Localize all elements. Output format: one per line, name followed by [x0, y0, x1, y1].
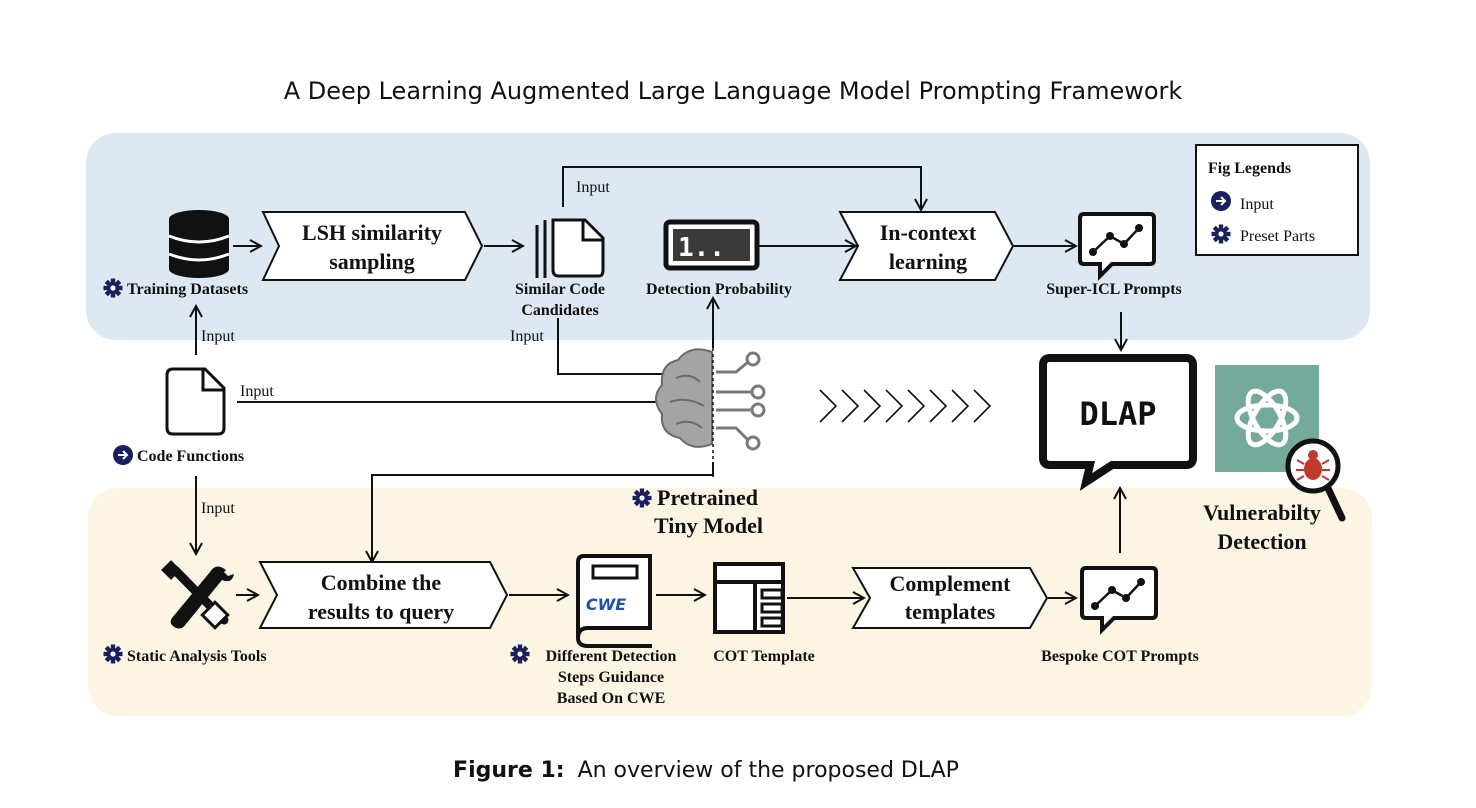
dlap-label: DLAP	[1079, 395, 1156, 433]
code-functions-label: Code Functions	[137, 448, 244, 465]
lsh-label-line2: sampling	[329, 249, 415, 274]
cwe-guidance-line2: Steps Guidance	[558, 669, 664, 686]
figure-caption: Figure 1: An overview of the proposed DL…	[453, 758, 959, 783]
in-context-box	[838, 211, 1015, 281]
vulnerability-label-1: Vulnerabilty	[1203, 500, 1321, 525]
super-icl-label: Super-ICL Prompts	[1046, 281, 1182, 298]
static-analysis-label: Static Analysis Tools	[127, 648, 267, 665]
cwe-guidance-line3: Based On CWE	[557, 690, 665, 707]
bespoke-label: Bespoke COT Prompts	[1041, 648, 1199, 665]
complement-box	[851, 567, 1049, 629]
legend-input-label: Input	[1240, 196, 1274, 213]
combine-line2: results to query	[308, 599, 454, 624]
similar-code-label-1: Similar Code	[515, 281, 605, 298]
combine-box	[258, 561, 509, 629]
in-context-line2: learning	[889, 249, 967, 274]
edge-label-input-5: Input	[201, 500, 235, 517]
chat-chart-icon	[1080, 566, 1158, 635]
chatgpt-logo-icon	[1215, 365, 1319, 472]
edge-label-input-1: Input	[576, 179, 610, 196]
gear-icon	[632, 488, 652, 508]
file-icon	[165, 367, 226, 436]
caption-text: An overview of the proposed DLAP	[578, 758, 959, 783]
lsh-label-line1: LSH similarity	[302, 220, 442, 245]
chat-chart-icon	[1078, 212, 1156, 281]
files-stack-icon	[535, 218, 605, 278]
edge-label-input-3: Input	[510, 328, 544, 345]
tools-icon	[161, 560, 234, 630]
gear-icon	[1211, 224, 1231, 244]
cot-template-label: COT Template	[713, 648, 815, 665]
pretrained-label-1: Pretrained	[657, 485, 758, 510]
gear-icon	[510, 644, 530, 664]
legend: Fig Legends Input Preset Parts	[1195, 144, 1359, 256]
combine-line1: Combine the	[321, 570, 442, 595]
edge-label-input-4: Input	[240, 383, 274, 400]
in-context-line1: In-context	[880, 220, 977, 245]
pretrained-label-2: Tiny Model	[654, 513, 763, 538]
brain-icon	[655, 342, 766, 478]
complement-line2: templates	[905, 599, 996, 624]
detection-probability-label: Detection Probability	[646, 281, 792, 298]
similar-code-label-2: Candidates	[521, 302, 598, 319]
template-layout-icon	[713, 562, 785, 634]
cwe-guidance-line1: Different Detection	[546, 648, 677, 665]
gear-icon	[103, 278, 123, 298]
magnifier-bug-icon	[1285, 438, 1346, 522]
cwe-book-icon: CWE	[576, 554, 652, 648]
complement-line1: Complement	[890, 571, 1012, 596]
progress-bar-icon: 1..	[663, 219, 760, 271]
flow-chevrons	[819, 389, 992, 423]
edge-label-input-2: Input	[201, 328, 235, 345]
vulnerability-label-2: Detection	[1217, 529, 1306, 554]
legend-preset-label: Preset Parts	[1240, 228, 1315, 245]
diagram-title: A Deep Learning Augmented Large Language…	[284, 77, 1183, 105]
arrow-circle-icon	[112, 444, 134, 466]
arrow-circle-icon	[1210, 190, 1232, 212]
database-icon	[168, 210, 230, 278]
caption-prefix: Figure 1:	[453, 758, 565, 783]
cwe-logo-text: CWE	[586, 595, 626, 614]
gear-icon	[103, 644, 123, 664]
lsh-sampling-box	[261, 211, 484, 281]
training-datasets-label: Training Datasets	[127, 281, 248, 298]
legend-title: Fig Legends	[1208, 160, 1291, 177]
dlap-bubble: DLAP	[1039, 354, 1197, 491]
progress-glyph: 1..	[678, 233, 725, 263]
